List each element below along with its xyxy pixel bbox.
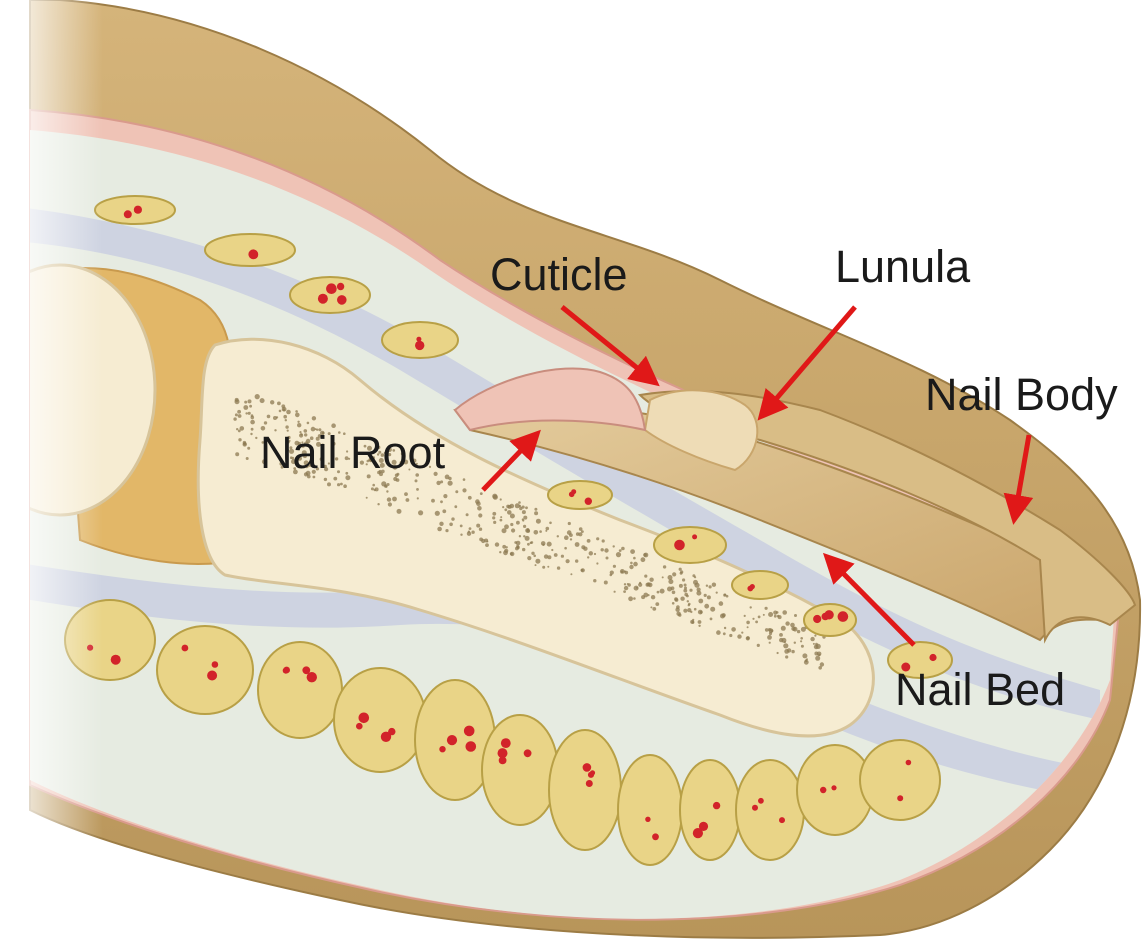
label-lunula: Lunula <box>835 241 971 292</box>
label-nail-root: Nail Root <box>260 427 446 478</box>
label-nail-bed: Nail Bed <box>895 664 1065 715</box>
label-nail-body: Nail Body <box>925 369 1118 420</box>
label-cuticle: Cuticle <box>490 249 628 300</box>
